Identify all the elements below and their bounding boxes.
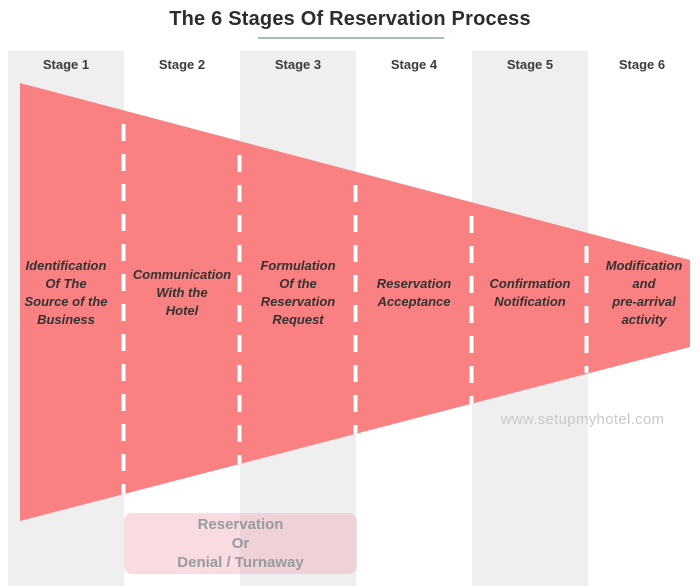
stage-2-header-label: Stage 2 <box>158 57 206 72</box>
title-underline <box>258 37 444 39</box>
stage-6-header-label: Stage 6 <box>618 57 666 72</box>
funnel-shape <box>20 83 690 521</box>
denial-box-line: Reservation <box>197 516 284 533</box>
stage-4-text: Reservation Acceptance <box>376 276 452 309</box>
stage-4-header-label: Stage 4 <box>390 57 438 72</box>
stage-1-text: Identification Of The Source of the Busi… <box>24 258 108 327</box>
denial-turnaway-box: Reservation Or Denial / Turnaway <box>124 513 357 574</box>
denial-box-line: Or <box>231 535 250 552</box>
stage-6-text: Modification and pre-arrival activity <box>605 258 683 327</box>
stage-3-text: Formulation Of the Reservation Request <box>260 258 336 327</box>
stage-5-header-label: Stage 5 <box>506 57 554 72</box>
page-title: The 6 Stages Of Reservation Process <box>169 8 531 30</box>
stage-1-header-label: Stage 1 <box>42 57 90 72</box>
watermark: www.setupmyhotel.com <box>500 411 665 428</box>
stage-3-header-label: Stage 3 <box>274 57 322 72</box>
stage-2-text: Communication With the Hotel <box>132 267 232 318</box>
denial-box-line: Denial / Turnaway <box>177 554 304 571</box>
stage-5-text: Confirmation Notification <box>489 276 571 309</box>
